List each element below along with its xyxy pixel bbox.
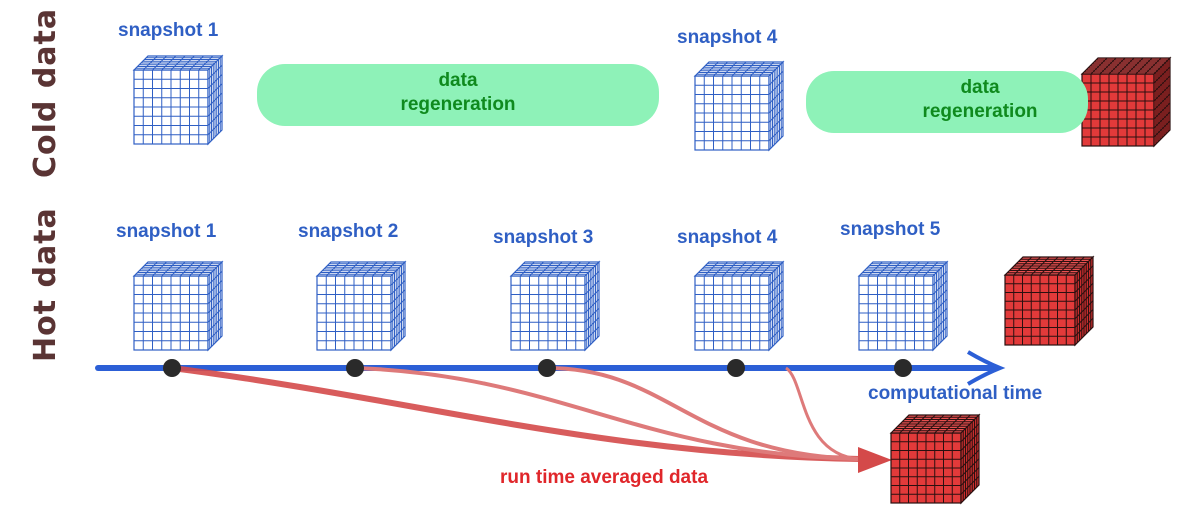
- average-curve-3: [546, 366, 861, 461]
- average-curve-2: [354, 366, 861, 461]
- hot-snapshot-1-cube: [132, 260, 224, 352]
- average-curve-4: [785, 366, 861, 461]
- timeline-dot: [894, 359, 912, 377]
- timeline-dot: [163, 359, 181, 377]
- hot-snapshot-5-cube: [857, 260, 949, 352]
- hot-final-cube: [1003, 255, 1095, 347]
- hot-snapshot-1-label: snapshot 1: [116, 221, 217, 242]
- computational-time-label: computational time: [868, 383, 1043, 404]
- hot-snapshot-3-cube: [509, 260, 601, 352]
- hot-data-label: Hot data: [28, 207, 63, 362]
- cold-averaged-cube: [1080, 56, 1172, 148]
- hot-snapshot-5-label: snapshot 5: [840, 219, 941, 240]
- timeline-dot: [727, 359, 745, 377]
- average-curve-1: [171, 365, 861, 462]
- average-arrowhead: [858, 447, 892, 473]
- cold-snapshot-4-label: snapshot 4: [677, 27, 778, 48]
- cold-snapshot-1-label: snapshot 1: [118, 20, 219, 41]
- regeneration-pill-1: [257, 64, 659, 126]
- averaged-data-label: run time averaged data: [500, 467, 709, 488]
- cold-snapshot-1-cube: [132, 54, 224, 146]
- hot-snapshot-2-label: snapshot 2: [298, 221, 399, 242]
- regeneration-text-2: data regeneration: [922, 77, 1038, 122]
- cold-snapshot-4-cube: [693, 60, 785, 152]
- timeline-arrowhead: [966, 350, 1006, 386]
- regeneration-text-1: data regeneration: [400, 70, 516, 115]
- hot-snapshot-2-cube: [315, 260, 407, 352]
- timeline-dot: [346, 359, 364, 377]
- run-time-averaged-cube: [889, 413, 981, 505]
- cold-data-label: Cold data: [28, 7, 63, 178]
- hot-snapshot-4-cube: [693, 260, 785, 352]
- hot-snapshot-4-label: snapshot 4: [677, 227, 778, 248]
- timeline-dot: [538, 359, 556, 377]
- hot-snapshot-3-label: snapshot 3: [493, 227, 594, 248]
- regeneration-pill-2: [806, 71, 1088, 133]
